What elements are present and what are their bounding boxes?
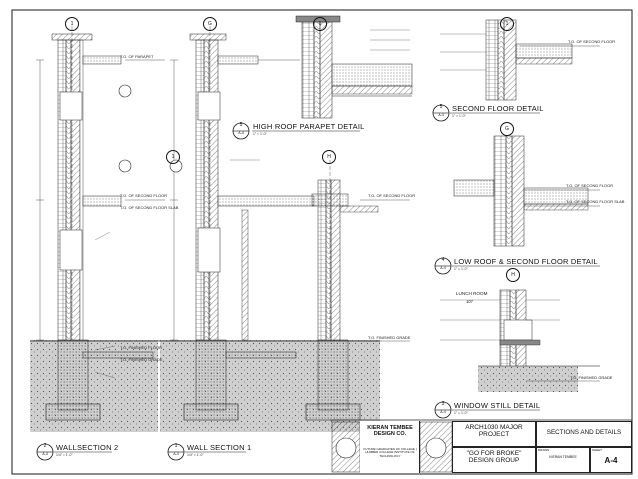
grid-bubble: H: [322, 150, 336, 164]
grid-bubble: G: [500, 122, 514, 136]
title-block-project-name[interactable]: [452, 447, 536, 473]
detail-bubble-parapet: [232, 122, 250, 144]
detail-number-wallsection-1: 1: [174, 443, 178, 449]
drawn-label: DRAWN: [538, 448, 550, 452]
grid-bubble: 1: [313, 17, 327, 31]
detail-scale-wallsection-2: 1/4" = 1'-0": [56, 453, 73, 457]
level-label-finished-grade-h: T.O. FINISHED GRADE: [368, 335, 411, 340]
level-label-parapet: T.O. OF PARAPET: [120, 54, 154, 59]
bubble-circle-icon: [434, 401, 452, 419]
title-block-project[interactable]: [452, 421, 536, 447]
grid-bubble: 1: [500, 17, 514, 31]
title-block-sheet-title[interactable]: [536, 421, 632, 447]
detail-bubble-window-sill: [434, 401, 452, 423]
grid-bubble: 1: [166, 150, 180, 164]
sheet-number: A-4: [604, 456, 618, 465]
detail-title-window-sill: WINDOW STILL DETAIL: [454, 401, 541, 410]
wall-section-h-drawing: [300, 160, 410, 432]
level-label-window-grade: T.O. FINISHED GRADE: [570, 375, 613, 380]
title-block-drawn: [536, 447, 590, 473]
detail-sheet-wallsection-1: A-4: [173, 452, 179, 456]
title-block-sheet-number[interactable]: [590, 447, 632, 473]
detail-scale-parapet: 1" = 1'-0": [253, 132, 267, 136]
bubble-circle-icon: [232, 122, 250, 140]
grid-bubble: 1: [65, 17, 79, 31]
detail-number-second-floor: 5: [439, 104, 443, 110]
bubble-circle-icon: [434, 257, 452, 275]
detail-sheet-second-floor: A-4: [438, 113, 444, 117]
wall-section-2-drawing: [30, 26, 165, 432]
parapet-detail-drawing: [295, 15, 413, 119]
detail-title-wallsection-2: WALLSECTION 2: [56, 443, 119, 452]
room-number-label: 107: [466, 299, 473, 304]
detail-scale-low-roof: 1" = 1'-0": [454, 267, 468, 271]
level-label-second-floor-slab: T.O. OF SECOND FLOOR SLAB: [120, 205, 179, 210]
bubble-circle-icon: [167, 443, 185, 461]
room-name-label: LUNCH ROOM: [456, 291, 488, 296]
second-floor-detail-drawing: [440, 19, 600, 101]
detail-bubble-wallsection-2: [36, 443, 54, 465]
level-label-low-roof-slab: T.O. OF SECOND FLOOR SLAB: [566, 199, 625, 204]
level-label-finished-grade: T.O. FINISHED GRADE: [120, 357, 163, 362]
detail-sheet-wallsection-2: A-4: [42, 452, 48, 456]
sheet-title: SECTIONS AND DETAILS: [546, 429, 622, 436]
detail-number-low-roof: 4: [441, 257, 445, 263]
detail-scale-wallsection-1: 1/4" = 1'-0": [187, 453, 204, 457]
level-label-finished-floor: T.O. FINISHED FLOOR: [120, 345, 163, 350]
detail-sheet-parapet: A-4: [238, 131, 244, 135]
detail-title-second-floor: SECOND FLOOR DETAIL: [452, 104, 544, 113]
detail-number-parapet: 5: [239, 122, 243, 128]
window-sill-detail-drawing: [440, 289, 600, 392]
detail-bubble-low-roof: [434, 257, 452, 279]
detail-title-parapet: HIGH ROOF PARAPET DETAIL: [253, 122, 365, 131]
level-label-second-floor: T.O. OF SECOND FLOOR: [120, 193, 168, 198]
level-label-low-roof-detail: T.O. OF SECOND FLOOR: [566, 183, 614, 188]
detail-bubble-second-floor: [432, 104, 450, 126]
detail-title-wallsection-1: WALL SECTION 1: [187, 443, 252, 452]
bubble-circle-icon: [36, 443, 54, 461]
firm-name: KIERAN TEMBEE DESIGN CO.: [367, 425, 413, 438]
bubble-circle-icon: [432, 104, 450, 122]
detail-number-window-sill: 3: [441, 401, 445, 407]
detail-number-wallsection-2: 2: [43, 443, 47, 449]
drawn-value: KIERAN TEMBEE: [549, 455, 577, 459]
sheet-number-label: SHEET: [592, 448, 603, 452]
level-label-second-floor-detail: T.O. OF SECOND FLOOR: [568, 39, 616, 44]
project-name: "GO FOR BROKE" DESIGN GROUP: [466, 450, 522, 465]
detail-sheet-window-sill: A-4: [440, 410, 446, 414]
detail-scale-window-sill: 1" = 1'-0": [454, 411, 468, 415]
detail-bubble-wallsection-1: [167, 443, 185, 465]
grid-bubble: G: [203, 17, 217, 31]
detail-title-low-roof: LOW ROOF & SECOND FLOOR DETAIL: [454, 257, 598, 266]
level-label-second-floor-h: T.O. OF SECOND FLOOR: [368, 193, 416, 198]
detail-scale-second-floor: 1" = 1'-0": [452, 114, 466, 118]
firm-tagline: FUTURE GRADUATES OF COLLEGE | HUMBER COL…: [363, 447, 417, 458]
title-block-firm: [360, 421, 420, 473]
project-label: ARCH1030 MAJOR PROJECT: [465, 424, 523, 439]
grid-bubble: H: [506, 268, 520, 282]
detail-sheet-low-roof: A-4: [440, 266, 446, 270]
wall-section-1-drawing: [160, 26, 315, 432]
low-roof-detail-drawing: [453, 135, 600, 247]
